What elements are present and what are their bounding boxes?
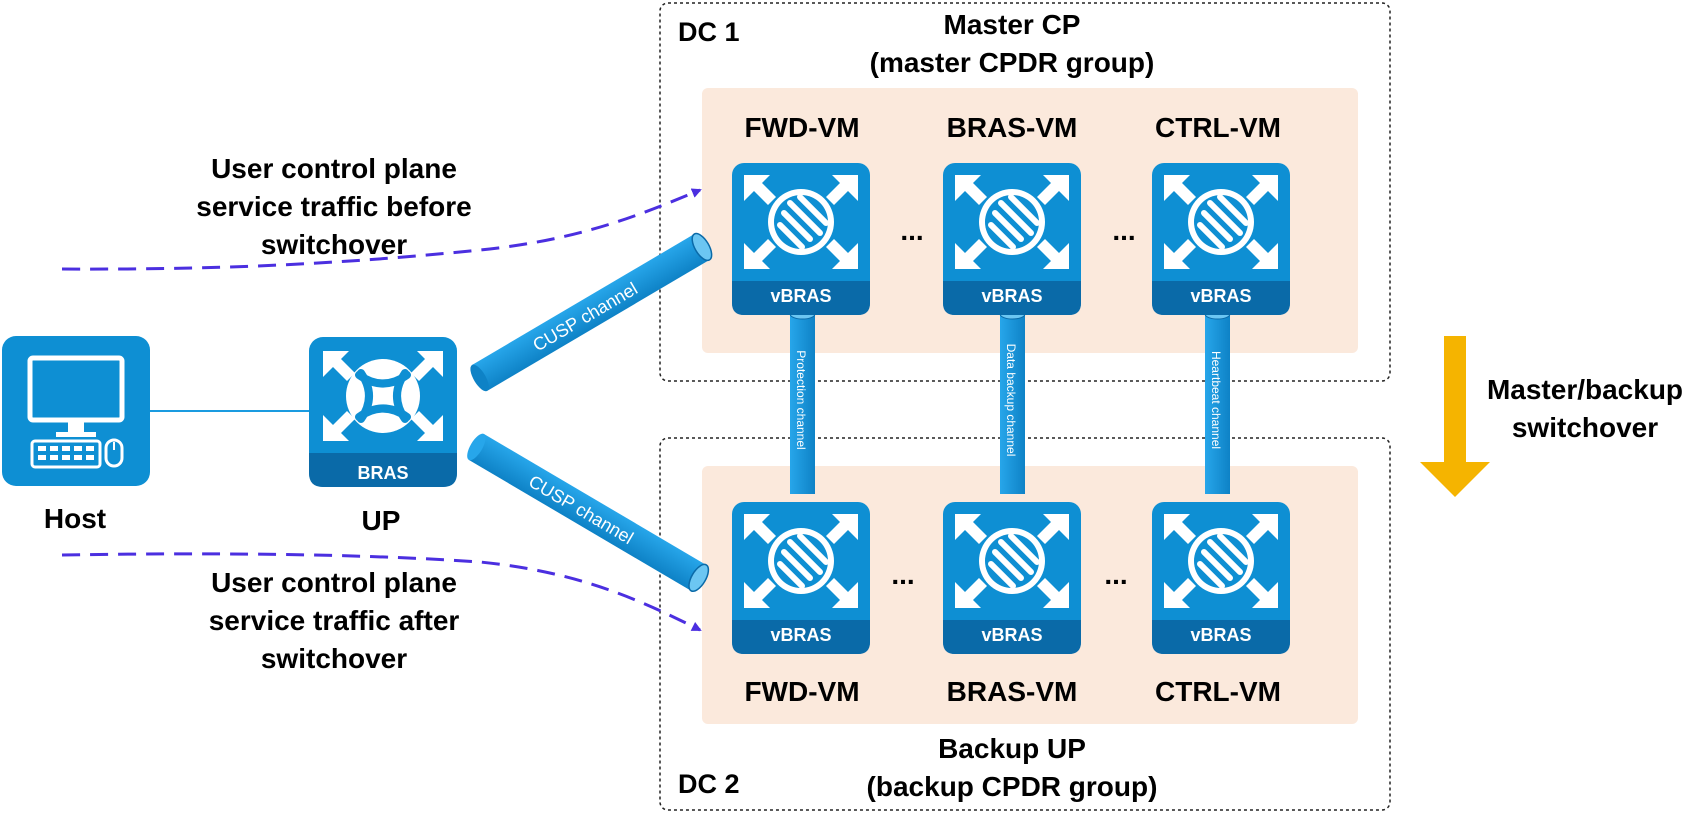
up-caption: BRAS (357, 463, 408, 483)
dc2-vm-name-fwd: FWD-VM (744, 676, 859, 707)
traffic-before-line-2: service traffic before (196, 191, 471, 222)
traffic-after-line-3: switchover (261, 643, 407, 674)
dc1-vm-name-fwd: FWD-VM (744, 112, 859, 143)
traffic-before-line-1: User control plane (211, 153, 457, 184)
dc2-label: DC 2 (678, 769, 740, 799)
dc2-title: Backup UP (938, 733, 1086, 764)
dc2-vm-name-ctrl: CTRL-VM (1155, 676, 1281, 707)
up-label: UP (362, 505, 401, 536)
dc2-ellipsis-1: ... (891, 559, 914, 590)
heartbeat-channel-pipe: Heartbeat channel (1204, 308, 1231, 494)
host-label: Host (44, 503, 106, 534)
dc2-vm-name-bras: BRAS-VM (947, 676, 1078, 707)
protection-channel-label: Protection channel (794, 350, 808, 449)
computer-icon (2, 336, 150, 486)
traffic-before-arrow (61, 188, 702, 271)
dc1-bras-vm-caption: vBRAS (981, 286, 1042, 306)
traffic-after-arrow (61, 552, 702, 632)
dc1-ellipsis-2: ... (1112, 215, 1135, 246)
cusp-channel-top-pipe: CUSP channel (470, 232, 713, 392)
cusp-channel-bottom-label: CUSP channel (525, 471, 637, 548)
traffic-before-line-3: switchover (261, 229, 407, 260)
dc2-fwd-vm-caption: vBRAS (770, 625, 831, 645)
dc1-title: Master CP (944, 9, 1081, 40)
dc1-ctrl-vm-caption: vBRAS (1190, 286, 1251, 306)
dc1-label: DC 1 (678, 17, 740, 47)
dc2-ellipsis-2: ... (1104, 559, 1127, 590)
data-backup-channel-pipe: Data backup channel (999, 308, 1026, 494)
traffic-after-line-2: service traffic after (209, 605, 460, 636)
switchover-line-2: switchover (1512, 412, 1658, 443)
dc2-bras-vm-caption: vBRAS (981, 625, 1042, 645)
dc1-fwd-vm-caption: vBRAS (770, 286, 831, 306)
switchover-arrow (1420, 336, 1490, 497)
cusp-channel-bottom-pipe: CUSP channel (467, 433, 710, 593)
dc1-vm-name-bras: BRAS-VM (947, 112, 1078, 143)
traffic-after-line-1: User control plane (211, 567, 457, 598)
dc1-vm-name-ctrl: CTRL-VM (1155, 112, 1281, 143)
dc2-subtitle: (backup CPDR group) (867, 771, 1158, 802)
dc1-boundary (659, 2, 1391, 382)
bras-router-icon: BRAS (309, 337, 457, 487)
cusp-channel-top-label: CUSP channel (529, 278, 641, 355)
dc2-ctrl-vm-caption: vBRAS (1190, 625, 1251, 645)
data-backup-channel-label: Data backup channel (1004, 344, 1018, 457)
dc1-ellipsis-1: ... (900, 215, 923, 246)
protection-channel-pipe: Protection channel (789, 308, 816, 494)
heartbeat-channel-label: Heartbeat channel (1209, 351, 1223, 449)
dc1-subtitle: (master CPDR group) (870, 47, 1155, 78)
switchover-line-1: Master/backup (1487, 374, 1683, 405)
